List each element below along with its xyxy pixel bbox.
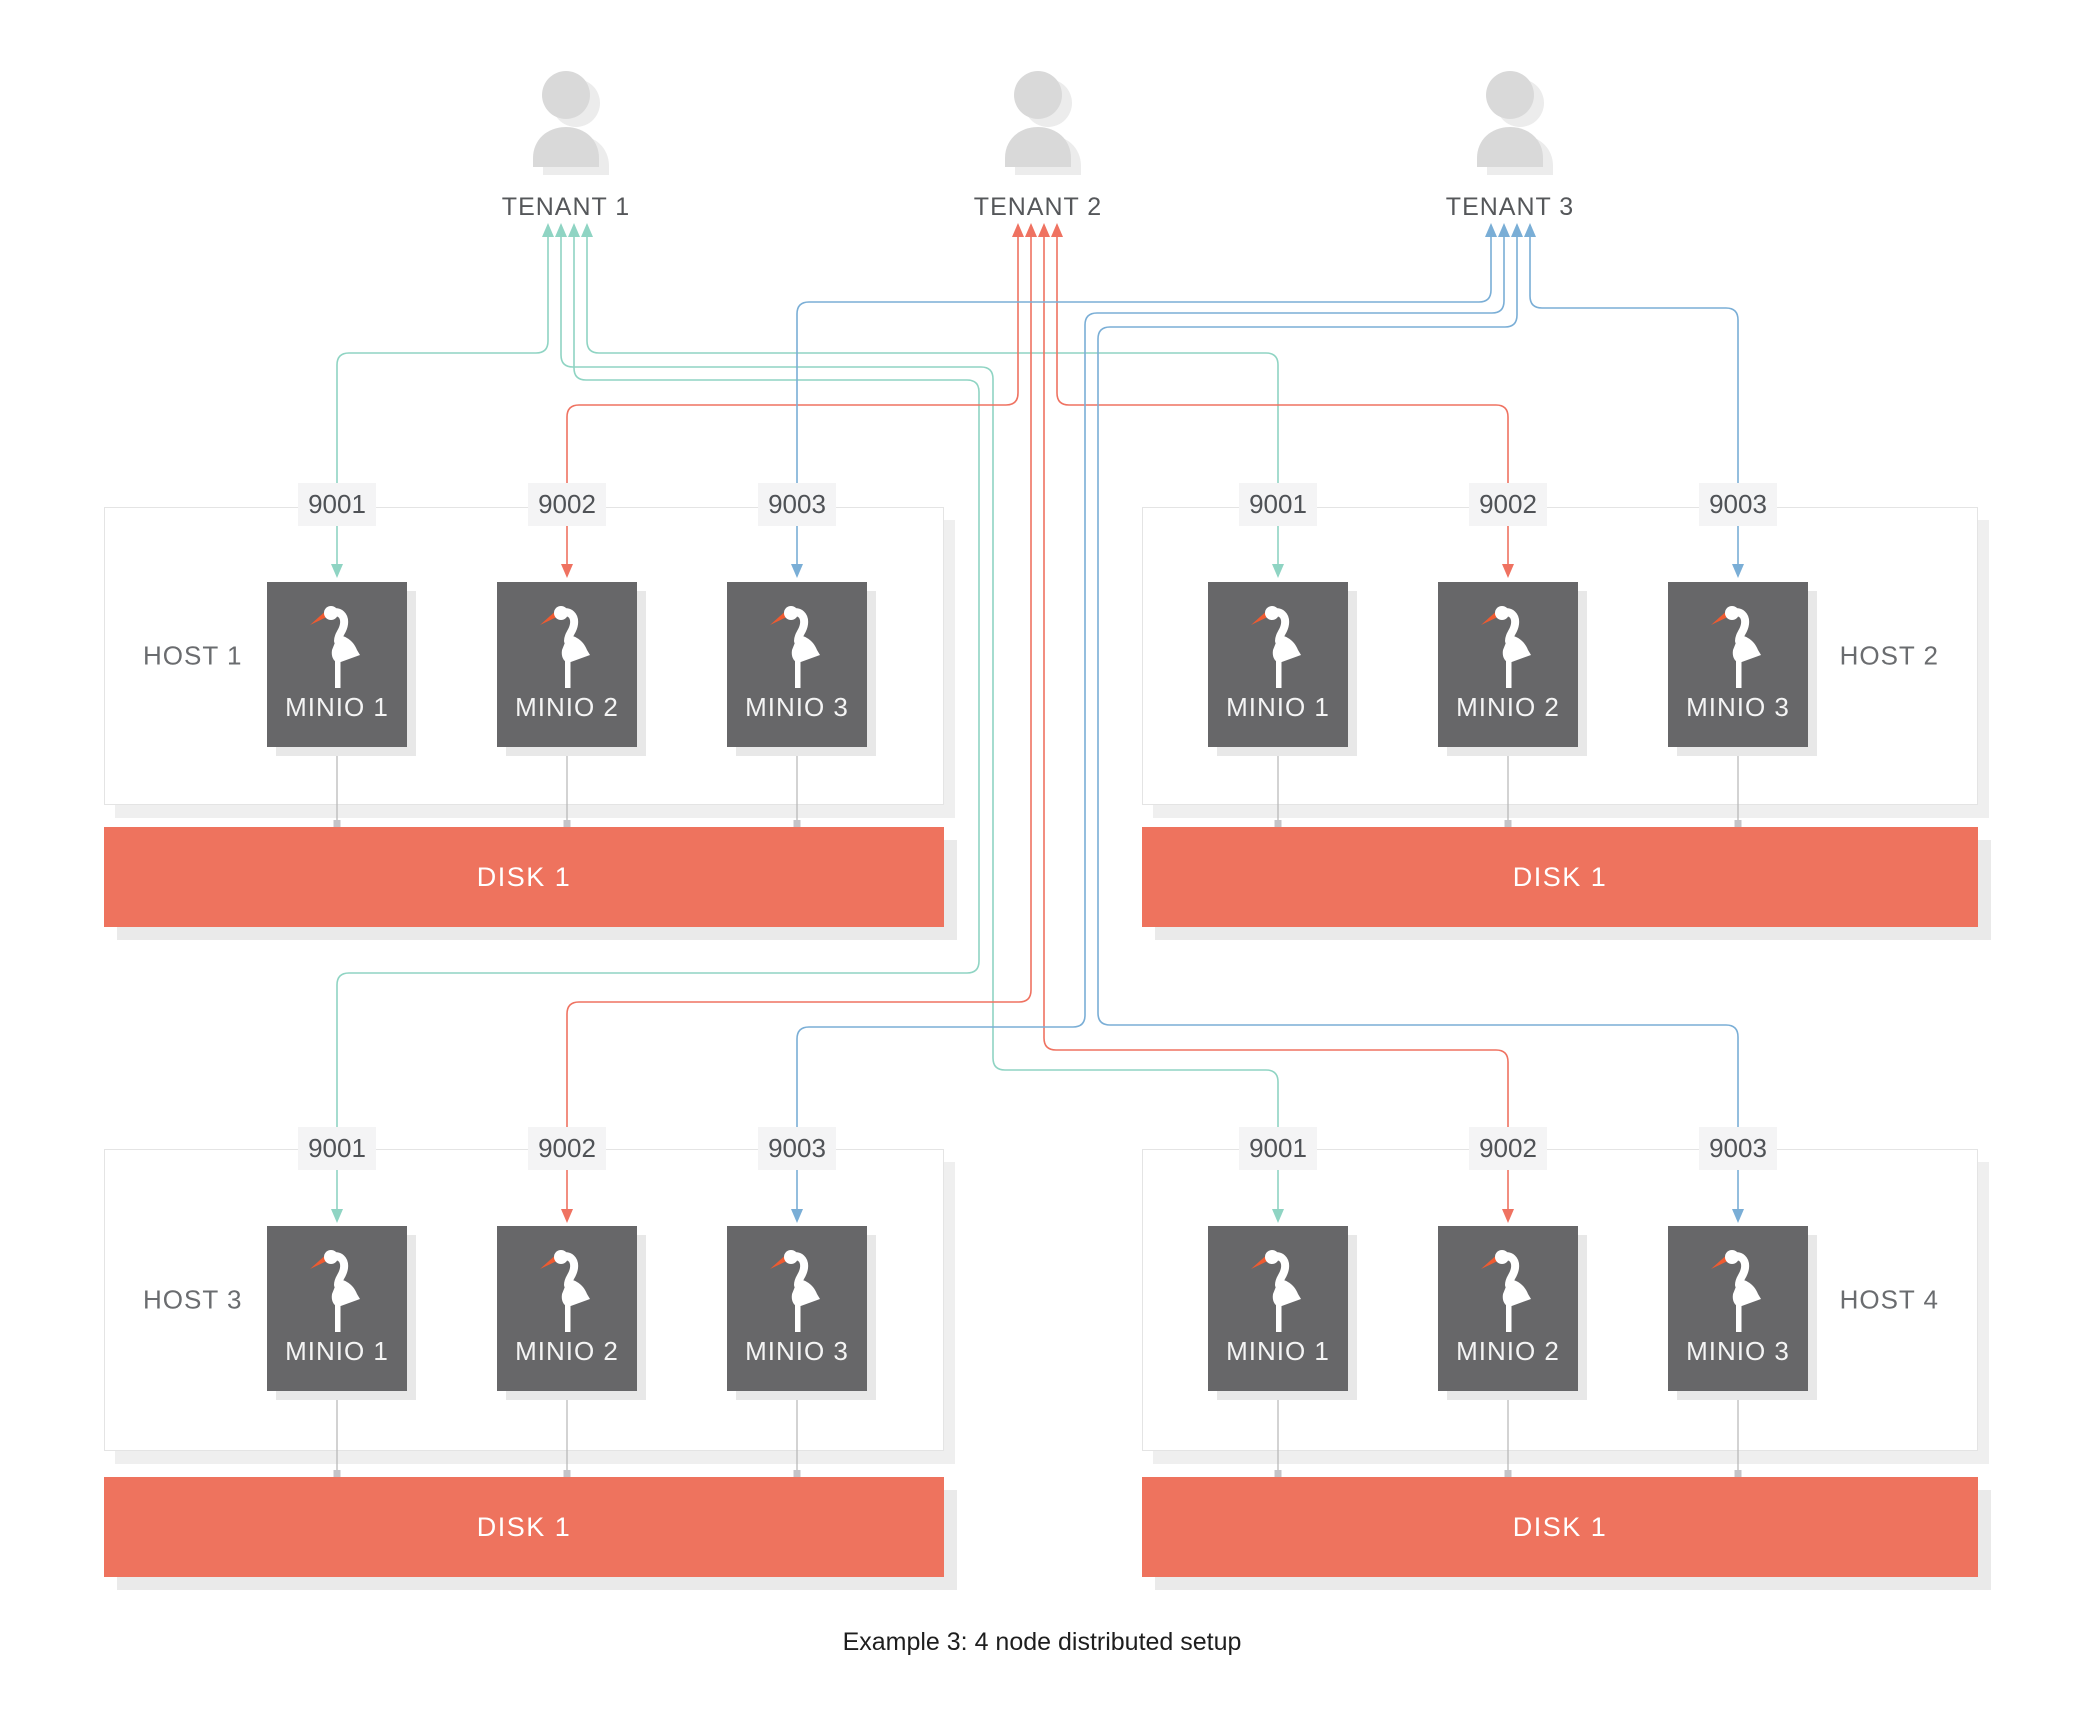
disk-link	[1504, 744, 1512, 827]
tenant-label: TENANT 1	[501, 193, 631, 221]
diagram-caption: Example 3: 4 node distributed setup	[842, 1628, 1242, 1656]
minio-node-label: MINIO 1	[1226, 692, 1330, 722]
minio-bird-icon	[770, 1250, 820, 1332]
disk-link	[1274, 1388, 1282, 1477]
disk-link	[563, 1388, 571, 1477]
minio-node: MINIO 1	[267, 582, 407, 747]
minio-bird-icon	[540, 1250, 590, 1332]
tenant-label: TENANT 2	[973, 193, 1103, 221]
host-label: HOST 3	[143, 1284, 243, 1315]
host-label: HOST 4	[1839, 1284, 1939, 1315]
minio-node: MINIO 3	[1668, 1226, 1808, 1391]
disk-link	[1734, 744, 1742, 827]
disk-bar-host4: DISK 1	[1142, 1477, 1978, 1577]
host-label: HOST 1	[143, 640, 243, 671]
minio-bird-icon	[310, 606, 360, 688]
wire-tenant1-host3	[331, 223, 980, 1223]
minio-bird-icon	[1711, 606, 1761, 688]
minio-node-label: MINIO 1	[285, 1336, 389, 1366]
tenant3-wires	[791, 223, 1744, 1223]
minio-bird-icon	[540, 606, 590, 688]
disk-link	[333, 744, 341, 827]
disk-link	[1504, 1388, 1512, 1477]
minio-node: MINIO 2	[1438, 582, 1578, 747]
wire-tenant3-host3	[791, 223, 1510, 1223]
minio-bird-icon	[770, 606, 820, 688]
port-label: 9002	[528, 483, 606, 526]
wire-tenant3-host4	[1097, 223, 1744, 1223]
minio-bird-icon	[1481, 1250, 1531, 1332]
minio-node-label: MINIO 3	[1686, 692, 1790, 722]
minio-node-label: MINIO 1	[285, 692, 389, 722]
minio-node: MINIO 3	[727, 582, 867, 747]
minio-node-label: MINIO 2	[515, 1336, 619, 1366]
disk-connectors	[333, 744, 1742, 1477]
disk-link	[1734, 1388, 1742, 1477]
minio-node: MINIO 1	[267, 1226, 407, 1391]
tenant2-wires	[561, 223, 1514, 1223]
host-label: HOST 2	[1839, 640, 1939, 671]
minio-node-label: MINIO 2	[1456, 692, 1560, 722]
minio-node: MINIO 2	[497, 582, 637, 747]
minio-node: MINIO 3	[1668, 582, 1808, 747]
port-label: 9001	[298, 1127, 376, 1170]
minio-node: MINIO 3	[727, 1226, 867, 1391]
port-label: 9001	[1239, 1127, 1317, 1170]
minio-node: MINIO 2	[1438, 1226, 1578, 1391]
port-label: 9002	[1469, 483, 1547, 526]
disk-link	[793, 1388, 801, 1477]
port-label: 9002	[1469, 1127, 1547, 1170]
minio-bird-icon	[1251, 1250, 1301, 1332]
user-icon	[1005, 71, 1081, 175]
port-label: 9003	[1699, 483, 1777, 526]
minio-node-label: MINIO 2	[1456, 1336, 1560, 1366]
tenant-label: TENANT 3	[1445, 193, 1575, 221]
user-icon	[1477, 71, 1553, 175]
minio-bird-icon	[310, 1250, 360, 1332]
minio-node: MINIO 1	[1208, 582, 1348, 747]
port-label: 9001	[298, 483, 376, 526]
port-label: 9002	[528, 1127, 606, 1170]
disk-bar-host3: DISK 1	[104, 1477, 944, 1577]
disk-label: DISK 1	[476, 1511, 572, 1542]
minio-node-label: MINIO 2	[515, 692, 619, 722]
minio-bird-icon	[1711, 1250, 1761, 1332]
port-label: 9001	[1239, 483, 1317, 526]
minio-bird-icon	[1481, 606, 1531, 688]
minio-node-label: MINIO 3	[1686, 1336, 1790, 1366]
minio-bird-icon	[1251, 606, 1301, 688]
port-label: 9003	[758, 483, 836, 526]
port-label: 9003	[758, 1127, 836, 1170]
disk-label: DISK 1	[1512, 1511, 1608, 1542]
minio-node-label: MINIO 3	[745, 692, 849, 722]
minio-node-label: MINIO 1	[1226, 1336, 1330, 1366]
disk-link	[1274, 744, 1282, 827]
port-label: 9003	[1699, 1127, 1777, 1170]
minio-node: MINIO 1	[1208, 1226, 1348, 1391]
minio-node-label: MINIO 3	[745, 1336, 849, 1366]
disk-link	[333, 1388, 341, 1477]
wire-tenant1-host2	[581, 223, 1284, 578]
wire-tenant1-host4	[555, 223, 1284, 1223]
disk-link	[563, 744, 571, 827]
wire-tenant3-host1	[791, 223, 1497, 578]
minio-node: MINIO 2	[497, 1226, 637, 1391]
user-icon	[533, 71, 609, 175]
disk-link	[793, 744, 801, 827]
